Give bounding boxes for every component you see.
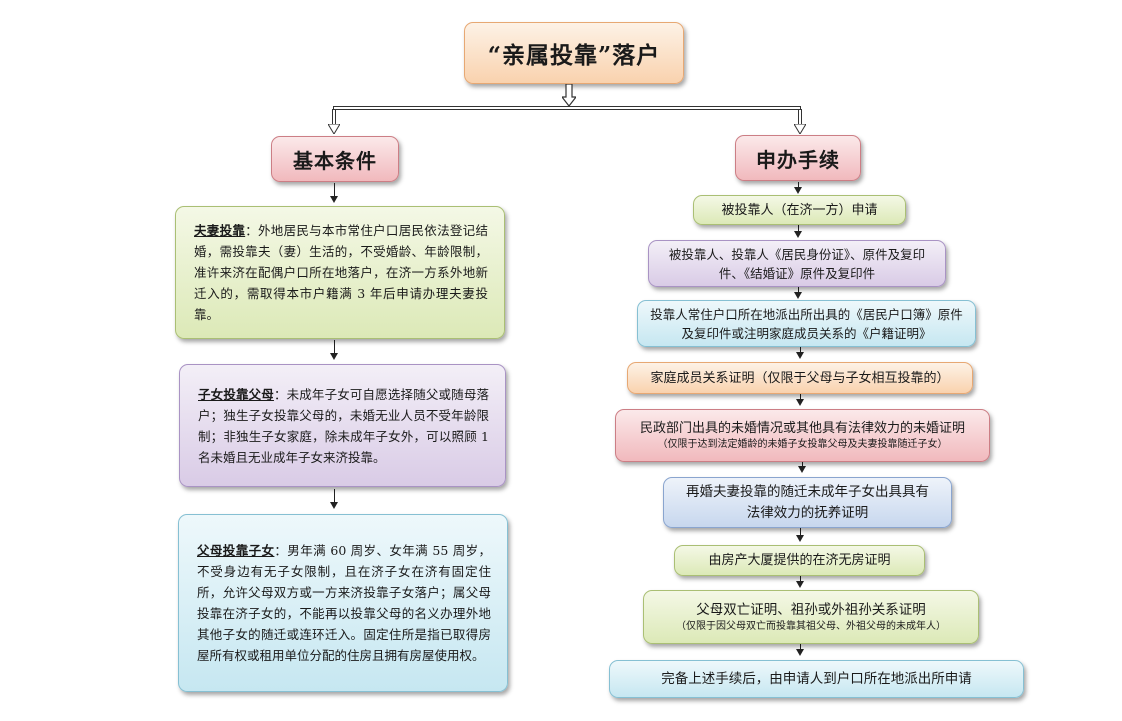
down-arrow-icon — [796, 649, 804, 656]
right-arrow-line — [798, 225, 799, 232]
right-arrow-line — [800, 644, 801, 650]
condition-term: 夫妻投靠 — [194, 223, 246, 238]
down-arrow-icon — [796, 352, 804, 359]
left-arrow-line-2 — [334, 340, 335, 354]
step-text: 再婚夫妻投靠的随迁未成年子女出具具有法律效力的抚养证明 — [686, 483, 929, 521]
step-2: 被投靠人、投靠人《居民身份证》、原件及复印件、《结婚证》原件及复印件 — [648, 240, 946, 287]
condition-body: ：男年满 60 周岁、女年满 55 周岁，不受身边有无子女限制，且在济子女在济有… — [197, 543, 491, 663]
right-arrow-line — [798, 182, 799, 188]
step-text: 父母双亡证明、祖孙或外祖孙关系证明 — [696, 601, 926, 618]
left-arrow-line-1 — [334, 183, 335, 197]
step-note: （仅限于因父母双亡而投靠其祖父母、外祖父母的未成年人） — [676, 620, 946, 632]
down-arrow-icon — [796, 581, 804, 588]
step-text: 被投靠人、投靠人《居民身份证》、原件及复印件、《结婚证》原件及复印件 — [668, 246, 926, 281]
step-1: 被投靠人（在济一方）申请 — [693, 195, 906, 225]
step-text: 完备上述手续后，由申请人到户口所在地派出所申请 — [661, 670, 972, 687]
right-arrow-line — [800, 347, 801, 353]
down-arrow-icon — [330, 196, 338, 203]
condition-body: ：未成年子女可自愿选择随父或随母落户；独生子女投靠父母的，未婚无业人员不受年龄限… — [198, 386, 489, 465]
right-arrow-line — [800, 576, 801, 582]
condition-body: ：外地居民与本市常住户口居民依法登记结婚，需投靠夫（妻）生活的，不受婚龄、年龄限… — [194, 223, 488, 322]
basic-conditions-heading: 基本条件 — [293, 148, 377, 173]
step-6: 再婚夫妻投靠的随迁未成年子女出具具有法律效力的抚养证明 — [663, 477, 952, 528]
procedures-heading-box: 申办手续 — [735, 135, 861, 181]
down-arrow-icon — [330, 353, 338, 360]
condition-spouse: 夫妻投靠：外地居民与本市常住户口居民依法登记结婚，需投靠夫（妻）生活的，不受婚龄… — [175, 206, 505, 339]
step-9: 完备上述手续后，由申请人到户口所在地派出所申请 — [609, 660, 1024, 698]
down-arrow-icon — [794, 187, 802, 194]
condition-term: 父母投靠子女 — [197, 543, 275, 558]
step-text: 民政部门出具的未婚情况或其他具有法律效力的未婚证明 — [639, 421, 965, 436]
left-arrow-line-3 — [334, 489, 335, 503]
step-8: 父母双亡证明、祖孙或外祖孙关系证明 （仅限于因父母双亡而投靠其祖父母、外祖父母的… — [643, 590, 979, 644]
down-arrow-icon — [794, 231, 802, 238]
right-drop-arrowhead-icon — [794, 124, 806, 134]
procedures-heading: 申办手续 — [756, 147, 840, 172]
right-arrow-line — [800, 394, 801, 400]
condition-parents-to-child: 父母投靠子女：男年满 60 周岁、女年满 55 周岁，不受身边有无子女限制，且在… — [178, 514, 508, 692]
left-drop-arrowhead-icon — [328, 124, 340, 134]
right-arrow-line — [802, 462, 803, 467]
step-note: （仅限于达到法定婚龄的未婚子女投靠父母及夫妻投靠随迁子女） — [657, 439, 948, 450]
right-arrow-line — [800, 528, 801, 536]
step-3: 投靠人常住户口所在地派出所出具的《居民户口簿》原件及复印件或注明家庭成员关系的《… — [637, 300, 976, 347]
diagram-title: “亲属投靠”落户 — [487, 42, 661, 69]
hollow-down-arrow-icon — [562, 84, 576, 106]
step-4: 家庭成员关系证明（仅限于父母与子女相互投靠的） — [627, 362, 973, 394]
down-arrow-icon — [796, 399, 804, 406]
connector-horizontal — [333, 106, 801, 110]
right-arrow-line — [798, 287, 799, 293]
step-7: 由房产大厦提供的在济无房证明 — [674, 545, 925, 576]
condition-term: 子女投靠父母 — [198, 386, 274, 402]
down-arrow-icon — [794, 292, 802, 299]
step-text: 由房产大厦提供的在济无房证明 — [708, 553, 891, 568]
condition-child-to-parents: 子女投靠父母：未成年子女可自愿选择随父或随母落户；独生子女投靠父母的，未婚无业人… — [179, 364, 506, 487]
title-box: “亲属投靠”落户 — [464, 22, 684, 84]
step-text: 投靠人常住户口所在地派出所出具的《居民户口簿》原件及复印件或注明家庭成员关系的《… — [650, 306, 963, 341]
down-arrow-icon — [330, 502, 338, 509]
step-text: 被投靠人（在济一方）申请 — [721, 202, 878, 218]
down-arrow-icon — [798, 466, 806, 473]
step-text: 家庭成员关系证明（仅限于父母与子女相互投靠的） — [650, 370, 950, 386]
basic-conditions-heading-box: 基本条件 — [271, 136, 399, 182]
down-arrow-icon — [796, 535, 804, 542]
step-5: 民政部门出具的未婚情况或其他具有法律效力的未婚证明 （仅限于达到法定婚龄的未婚子… — [615, 409, 990, 462]
